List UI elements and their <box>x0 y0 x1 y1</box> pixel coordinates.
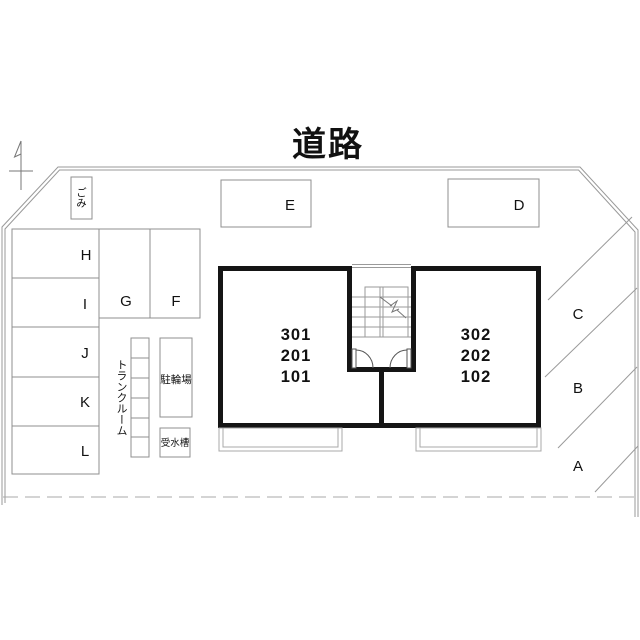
parking-spot-f-label: F <box>171 293 180 310</box>
parking-spot-f: F <box>149 228 201 319</box>
unit-left-line-1: 301 <box>281 326 312 344</box>
parking-spot-l: L <box>11 425 100 475</box>
balcony-right <box>415 427 542 452</box>
parking-spot-c-label: C <box>573 306 584 323</box>
parking-spot-i: I <box>11 277 100 328</box>
building: 301 201 101 302 202 102 <box>218 264 542 452</box>
parking-spot-h: H <box>11 228 100 279</box>
unit-right-line-3: 102 <box>461 368 492 386</box>
garbage-area: ごみ <box>70 176 93 220</box>
parking-spot-b-label: B <box>573 380 583 397</box>
garbage-label: ごみ <box>75 187 87 208</box>
trunk-room-label: トランクルーム <box>115 359 128 436</box>
entry-door-right <box>389 348 412 369</box>
unit-left-numbers: 301 201 101 <box>281 326 312 386</box>
entrance-opening-lines <box>352 264 411 268</box>
balcony-left <box>218 427 343 452</box>
parking-spot-k-label: K <box>80 394 90 411</box>
parking-spot-d: D <box>447 178 540 228</box>
unit-left-line-2: 201 <box>281 347 312 365</box>
parking-spot-a-label: A <box>573 458 583 475</box>
unit-right-numbers: 302 202 102 <box>461 326 492 386</box>
parking-spot-e: E <box>220 179 312 228</box>
bicycle-parking-label: 駐輪場 <box>160 373 192 386</box>
parking-spot-j: J <box>11 326 100 378</box>
entry-door-left <box>351 348 374 369</box>
unit-left-line-3: 101 <box>281 368 312 386</box>
site-boundary <box>1 166 639 517</box>
parking-spot-d-label: D <box>514 197 525 214</box>
door-swing-arc <box>355 349 374 369</box>
staircase <box>352 286 411 338</box>
unit-right-line-1: 302 <box>461 326 492 344</box>
water-tank: 受水槽 <box>159 427 191 458</box>
road-label: 道路 <box>292 126 364 164</box>
parking-spot-k: K <box>11 376 100 427</box>
angled-parking-dividers <box>544 216 639 493</box>
parking-spot-h-label: H <box>81 247 92 264</box>
boundary-outer-line <box>1 166 639 517</box>
stair-direction-arrow <box>379 296 407 319</box>
parking-spot-i-label: I <box>83 296 87 313</box>
trunk-room: トランクルーム <box>115 337 150 458</box>
parking-spot-l-label: L <box>81 443 89 460</box>
door-swing-arc <box>389 349 408 369</box>
parking-spot-g: G <box>98 228 151 319</box>
parking-spot-e-label: E <box>285 197 295 214</box>
parking-spot-j-label: J <box>81 345 89 362</box>
unit-right-line-2: 202 <box>461 347 492 365</box>
bicycle-parking: 駐輪場 <box>159 337 193 418</box>
building-walls <box>218 266 541 428</box>
water-tank-label: 受水槽 <box>161 437 190 449</box>
north-icon <box>9 140 33 190</box>
parking-spot-g-label: G <box>120 293 132 310</box>
boundary-inner-line <box>4 169 636 517</box>
